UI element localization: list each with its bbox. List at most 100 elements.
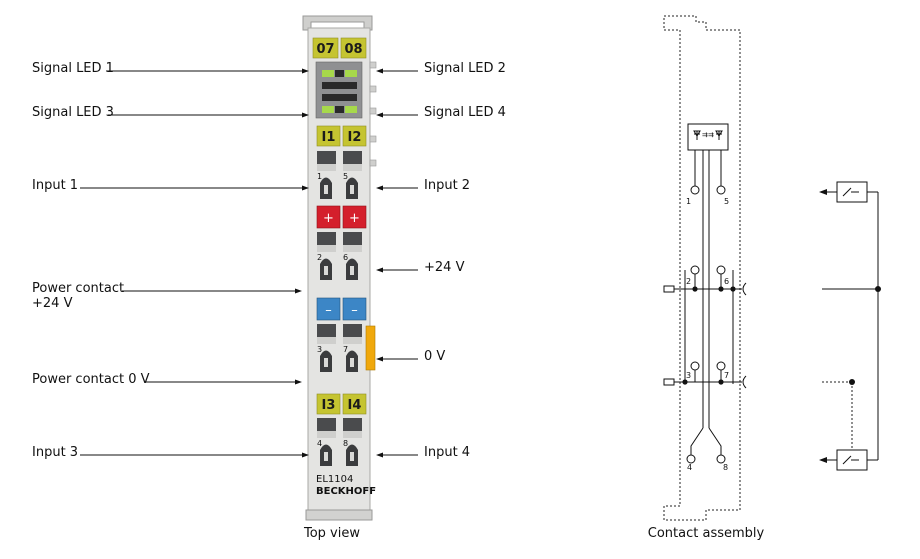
contact-assembly: ⇉ ⇉ 1 5 2 6 3 7 4 8 xyxy=(648,15,881,541)
sensor-lower-arrow xyxy=(819,457,827,463)
plus-symbol-left: + xyxy=(323,211,334,226)
opto-arrows-left: ⇉ xyxy=(702,131,708,139)
label-signal-led-1: Signal LED 1 xyxy=(32,61,114,76)
diode-symbol-right xyxy=(715,130,723,140)
module-pin-5: 5 xyxy=(343,172,348,181)
tag-i4-text: I4 xyxy=(348,398,362,413)
terminal-release-4-lip xyxy=(317,431,336,438)
minus-marker-right xyxy=(342,297,367,321)
contact-4 xyxy=(686,454,696,464)
power-contact-24v-left xyxy=(663,285,675,293)
tag-i2-text: I2 xyxy=(348,130,362,145)
terminal-release-6-lip xyxy=(343,245,362,252)
arrow-signal-led-1 xyxy=(302,68,309,74)
module-pin-7: 7 xyxy=(343,345,348,354)
tag-i3 xyxy=(316,393,341,415)
module-pin-1: 1 xyxy=(317,172,322,181)
side-contact xyxy=(369,61,377,69)
contact-2 xyxy=(690,265,700,275)
terminal-release-1-lip xyxy=(317,164,336,171)
node-24v-a xyxy=(692,286,698,292)
caption-top-view: Top view xyxy=(303,526,360,541)
plus-symbol-right: + xyxy=(349,211,360,226)
contact-7 xyxy=(716,361,726,371)
led-slot xyxy=(322,82,357,89)
terminal-opening-3-slot xyxy=(324,358,328,367)
minus-marker-left xyxy=(316,297,341,321)
tag-07-text: 07 xyxy=(316,42,334,57)
arrow-signal-led-3 xyxy=(302,112,309,118)
contact-6 xyxy=(716,265,726,275)
power-side-contact xyxy=(365,325,376,371)
plus-marker-right xyxy=(342,205,367,229)
schem-pin-5: 5 xyxy=(724,197,729,206)
label-signal-led-3: Signal LED 3 xyxy=(32,105,114,120)
led-slot xyxy=(322,94,357,101)
schem-pin-6: 6 xyxy=(724,277,729,286)
tag-i1-text: I1 xyxy=(322,130,336,145)
module-pin-4: 4 xyxy=(317,439,322,448)
arrow-input-1 xyxy=(302,185,309,191)
minus-symbol-left: – xyxy=(325,303,332,318)
housing-outline xyxy=(663,15,741,521)
label-input-2: Input 2 xyxy=(424,178,470,193)
signal-led-2 xyxy=(345,70,357,77)
signal-led-4 xyxy=(345,106,357,113)
power-contact-0v-left xyxy=(663,378,675,386)
label-power-contact-24v-line1: Power contact xyxy=(32,281,124,296)
ext-node-24v xyxy=(875,286,881,292)
bottom-latch xyxy=(305,509,373,521)
schem-pin-3: 3 xyxy=(686,371,691,380)
optocoupler-box xyxy=(687,123,729,151)
side-contact xyxy=(369,135,377,143)
arrow-signal-led-4 xyxy=(376,112,383,118)
arrow-0v xyxy=(376,356,383,362)
arrow-plus-24v xyxy=(376,267,383,273)
tag-07 xyxy=(312,37,339,59)
module-pin-2: 2 xyxy=(317,253,322,262)
model-number: EL1104 xyxy=(316,474,353,485)
sensor-lower-switch xyxy=(842,455,859,465)
ext-node-0v xyxy=(849,379,855,385)
terminal-release-3-lip xyxy=(317,337,336,344)
diode-symbol-left xyxy=(693,130,701,140)
opto-arrows-right: ⇉ xyxy=(708,131,714,139)
terminal-release-2-lip xyxy=(317,245,336,252)
tag-i2 xyxy=(342,125,367,147)
contact-5 xyxy=(716,185,726,195)
schem-pin-8: 8 xyxy=(723,463,728,472)
node-0v-a xyxy=(682,379,688,385)
led-divider xyxy=(335,106,344,113)
terminal-opening-5-slot xyxy=(350,185,354,194)
signal-led-1 xyxy=(322,70,334,77)
terminal-release-7-lip xyxy=(343,337,362,344)
tag-08 xyxy=(340,37,367,59)
arrow-input-3 xyxy=(302,452,309,458)
node-24v-c xyxy=(730,286,736,292)
sensor-upper-arrow xyxy=(819,189,827,195)
arrow-input-4 xyxy=(376,452,383,458)
tag-i1 xyxy=(316,125,341,147)
contact-3 xyxy=(690,361,700,371)
power-contact-0v-right xyxy=(742,375,747,389)
schem-pin-2: 2 xyxy=(686,277,691,286)
label-plus-24v: +24 V xyxy=(424,260,465,275)
signal-led-3 xyxy=(322,106,334,113)
terminal-release-5-lip xyxy=(343,164,362,171)
terminal-opening-4-slot xyxy=(324,452,328,461)
sensor-upper-switch xyxy=(842,187,859,197)
side-contact xyxy=(369,159,377,167)
plus-marker-left xyxy=(316,205,341,229)
schem-pin-7: 7 xyxy=(724,371,729,380)
terminal-module: 07 08 I1 I2 1 5 + + xyxy=(302,15,377,521)
schem-pin-1: 1 xyxy=(686,197,691,206)
terminal-opening-1-slot xyxy=(324,185,328,194)
label-0v: 0 V xyxy=(424,349,445,364)
module-pin-6: 6 xyxy=(343,253,348,262)
node-24v-b xyxy=(718,286,724,292)
label-signal-led-2: Signal LED 2 xyxy=(424,61,506,76)
terminal-opening-7-slot xyxy=(350,358,354,367)
led-divider xyxy=(335,70,344,77)
arrow-power-contact-0v xyxy=(295,379,302,385)
